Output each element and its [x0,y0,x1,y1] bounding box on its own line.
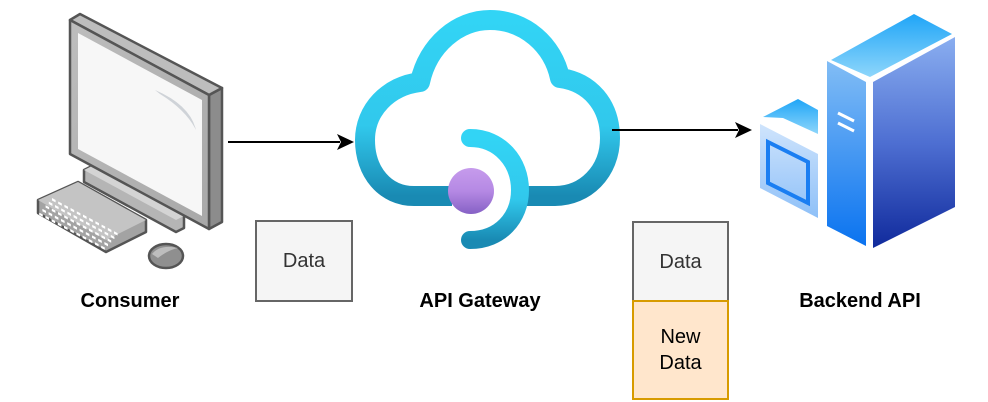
server-window [766,138,810,207]
forwarded-data-box[interactable]: Data [632,221,729,302]
keyboard-key [107,227,112,233]
cloud-outline [355,10,620,206]
server-slot [837,111,855,123]
keyboard-key [45,205,50,210]
keyboard-key [89,228,93,233]
backend-api-label: Backend API [799,290,921,312]
keyboard-key [82,225,87,230]
keyboard-key [48,212,53,217]
request-data-box[interactable]: Data [255,220,353,302]
keyboard-key [110,234,115,240]
keyboard-key [61,208,65,213]
keyboard-key [64,215,68,220]
keyboard-key [58,211,62,217]
keyboard-key [76,211,81,216]
keyboard-key [55,204,59,210]
keyboard-key [86,221,90,226]
keyboard-key [64,204,69,210]
server-slot [837,121,855,133]
keyboard-key [70,208,75,213]
arrowhead-icon [337,134,354,150]
mouse-icon [147,242,185,270]
arrowhead-icon [735,122,752,138]
keyboard-key [95,242,99,247]
server-icon [760,14,955,248]
forwarded-data-label: Data [659,250,702,273]
keyboard-key [70,218,75,223]
keyboard-key [76,221,81,227]
keyboard-key [107,238,112,243]
keyboard-key [45,215,50,221]
new-data-label-line1: New [660,326,701,348]
keyboard-key [73,225,78,230]
consumer-label: Consumer [80,290,180,312]
keyboard-key [42,208,47,214]
keyboard-key [58,201,62,206]
desktop-computer-icon [36,12,224,270]
keyboard-key [73,214,78,220]
keyboard-key [92,235,96,240]
server-tower [827,14,955,248]
server-small-unit [760,99,818,218]
monitor-side [207,86,224,231]
keyboard-key [70,229,74,234]
keyboard-key [79,228,84,234]
keyboard-key [51,208,56,213]
api-gateway-label: API Gateway [419,290,541,312]
new-data-label-line2: Data [659,352,702,374]
keyboard-key [85,232,90,237]
keyboard-key [64,225,68,231]
keyboard-key [57,222,62,227]
keyboard-key [61,218,65,224]
keyboard-icon [36,180,148,254]
keyboard-key [39,212,43,217]
new-data-box[interactable]: New Data [632,300,729,400]
keyboard-key [51,219,56,224]
keyboard-key [54,215,59,220]
keyboard-key [52,198,56,203]
keyboard-key [82,235,87,240]
keyboard-key [104,231,109,236]
keyboard-key [101,235,106,240]
request-data-label: Data [282,250,326,272]
keyboard-key [67,211,72,216]
gateway-arc [461,129,530,249]
cloud-gateway-icon [355,10,620,249]
keyboard-key [92,224,96,230]
keyboard-key [67,222,71,227]
keyboard-key [83,214,87,219]
keyboard-key [95,231,99,237]
keyboard-key [104,242,109,247]
gateway-dot [448,168,494,214]
keyboard-key [79,218,84,223]
keyboard-key [98,238,102,244]
arrow-gateway-to-backend[interactable] [612,122,752,138]
keyboard-key [95,221,100,226]
keyboard-key [114,231,118,236]
keyboard-key [98,228,103,233]
keyboard-key [101,245,105,250]
keyboard-key [88,238,93,244]
arrow-consumer-to-gateway[interactable] [228,134,354,150]
keyboard-key [101,224,106,229]
keyboard-key [89,217,93,223]
keyboard-key [76,232,81,237]
keyboard-key [48,201,53,206]
monitor-screen [78,33,202,216]
